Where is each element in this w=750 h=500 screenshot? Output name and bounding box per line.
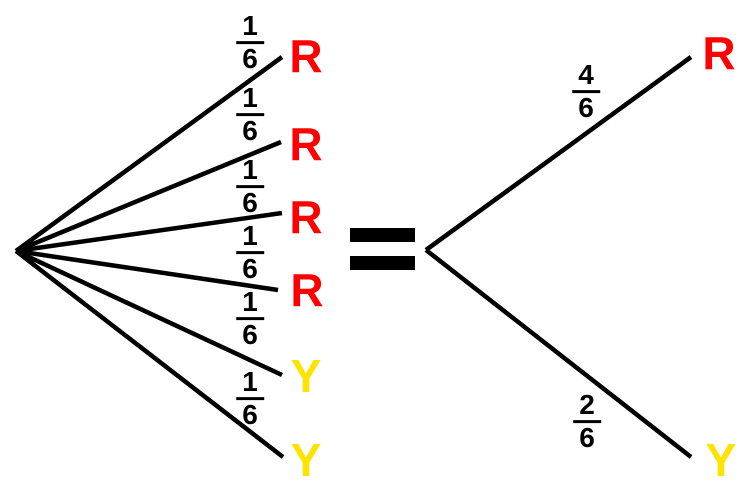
- fraction-numerator: 1: [236, 367, 264, 401]
- left-branch-1-probability: 1 6: [236, 11, 264, 75]
- right-branch-2-probability: 2 6: [573, 390, 601, 454]
- fraction-numerator: 4: [572, 60, 600, 94]
- fraction-denominator: 6: [578, 92, 594, 124]
- fraction-numerator: 1: [236, 83, 264, 117]
- fraction-numerator: 1: [236, 11, 264, 45]
- left-outcome-letter-r4: R: [290, 264, 324, 316]
- right-branch-line-2: [424, 248, 693, 459]
- fraction-numerator: 1: [236, 287, 264, 321]
- left-branch-line-2: [15, 139, 282, 254]
- left-outcome-letter-y1: Y: [290, 350, 322, 402]
- left-outcome-letter-y2: Y: [290, 434, 322, 486]
- fraction-denominator: 6: [242, 399, 258, 431]
- left-outcome-letter-r1: R: [289, 30, 323, 82]
- left-branch-2-probability: 1 6: [236, 83, 264, 147]
- left-branch-line-6: [14, 249, 285, 459]
- left-branch-line-3: [15, 210, 283, 254]
- fraction-numerator: 2: [573, 390, 601, 424]
- fraction-numerator: 1: [236, 155, 264, 189]
- fraction-denominator: 6: [579, 422, 595, 454]
- right-outcome-letter-y: Y: [705, 434, 737, 486]
- equals-bar-bottom: [350, 256, 415, 270]
- fraction-numerator: 1: [236, 221, 264, 255]
- left-branch-4-probability: 1 6: [236, 221, 264, 285]
- fraction-denominator: 6: [242, 43, 258, 75]
- left-outcome-letter-r3: R: [289, 191, 323, 243]
- right-outcome-letter-r: R: [702, 27, 736, 79]
- left-branch-line-1: [14, 55, 284, 253]
- left-branch-6-probability: 1 6: [236, 367, 264, 431]
- fraction-denominator: 6: [242, 115, 258, 147]
- left-branch-5-probability: 1 6: [236, 287, 264, 351]
- left-branch-line-4: [15, 248, 279, 293]
- left-outcome-letter-r2: R: [289, 118, 323, 170]
- right-branch-1-probability: 4 6: [572, 60, 600, 124]
- fraction-denominator: 6: [242, 253, 258, 285]
- right-branch-line-1: [424, 55, 693, 252]
- equals-bar-top: [350, 228, 415, 242]
- left-branch-3-probability: 1 6: [236, 155, 264, 219]
- equals-sign: =: [350, 228, 415, 270]
- left-branch-line-5: [15, 248, 283, 378]
- fraction-denominator: 6: [242, 187, 258, 219]
- fraction-denominator: 6: [242, 319, 258, 351]
